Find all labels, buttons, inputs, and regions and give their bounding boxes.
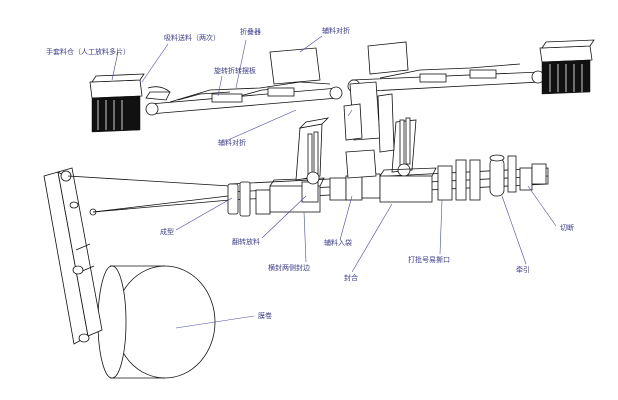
label-sealer: 封合 [344, 273, 358, 282]
label-traction: 牵引 [516, 265, 530, 274]
label-side-seal: 横封两侧封边 [268, 263, 310, 272]
cutoff-unit [519, 163, 547, 191]
label-sub-fold-mid: 辅料对折 [218, 138, 246, 147]
sealer-block [379, 167, 437, 203]
label-cutoff: 切断 [560, 223, 574, 232]
label-flip-feed: 翻转放料 [232, 237, 260, 246]
glove-magazine-right [539, 39, 595, 95]
label-fold-plate: 折叠器 [240, 27, 261, 36]
traction-rollers [489, 154, 517, 197]
suction-arm [145, 86, 171, 101]
sub-sheet-right [367, 41, 409, 75]
label-sub-fold-top: 辅料对折 [322, 26, 350, 35]
film-roll-stand [43, 167, 103, 345]
label-print-tear: 打批号易撕口 [408, 255, 450, 264]
chute-left [295, 117, 330, 185]
label-sub-bag: 辅料入袋 [324, 238, 352, 247]
leader-lines [111, 35, 557, 329]
drop-chute [343, 81, 395, 153]
upper-left-conveyor [145, 81, 343, 116]
film-roll [97, 265, 216, 379]
label-suction-feed: 吸料送料（两次） [164, 33, 220, 42]
film-web [67, 175, 231, 213]
label-glove-magazine: 手套料仓（人工放料多片） [46, 47, 130, 56]
print-unit [437, 159, 481, 201]
glove-magazine-left [89, 73, 145, 133]
label-rotate-fold-plate: 旋转折转摆板 [214, 66, 256, 75]
chute-right [391, 117, 417, 177]
label-forming: 成型 [160, 227, 174, 236]
sub-sheet-top [269, 47, 321, 85]
bag-section [329, 149, 381, 201]
label-film-roll: 膜卷 [258, 311, 272, 320]
